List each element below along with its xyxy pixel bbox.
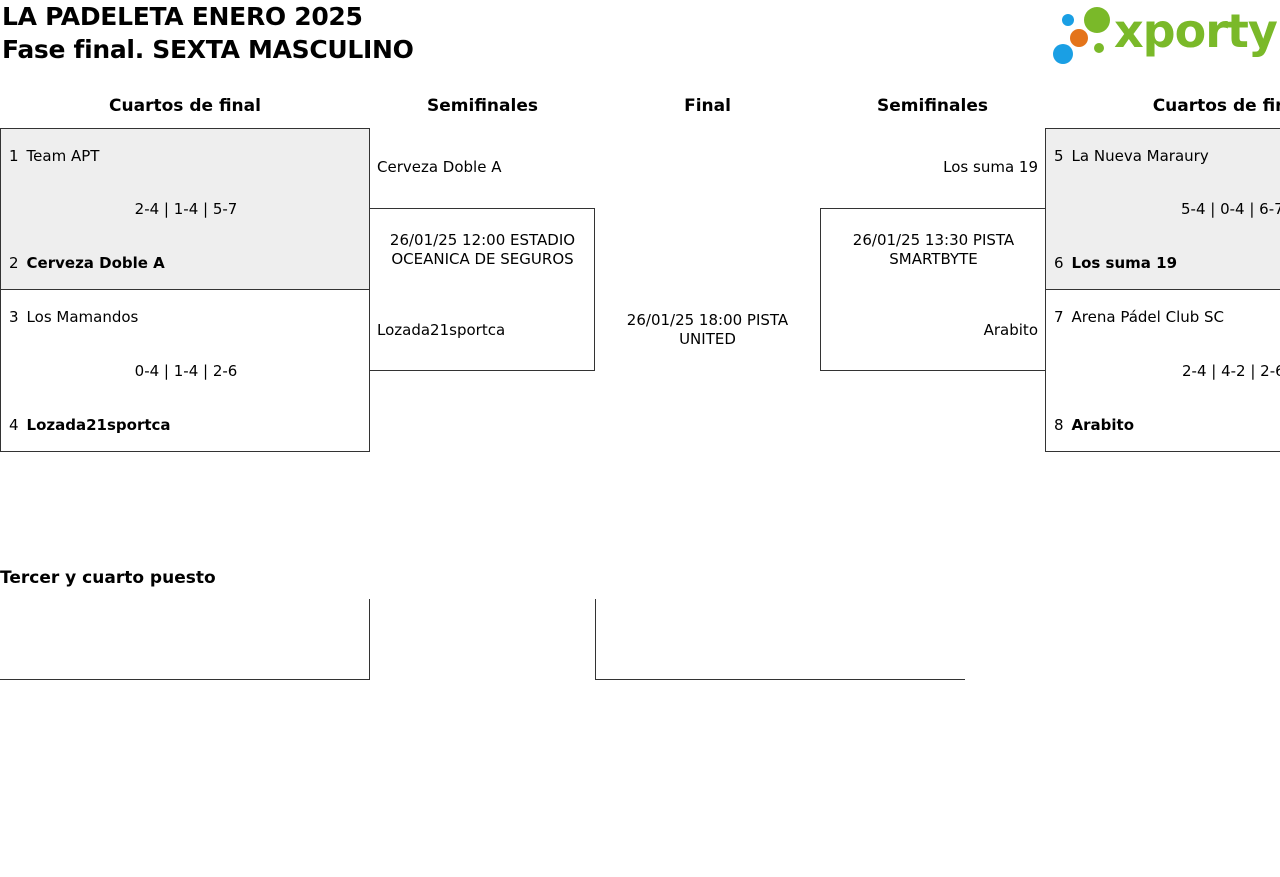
left-quarter-match-1[interactable]: 1 Team APT 2-4 | 1-4 | 5-7 2 Cerveza Doble… [0,128,370,290]
right-semi-team-top: Los suma 19 [943,158,1038,176]
team-slot: 3 Los Mamandos [9,308,138,326]
team-slot-winner: 4 Lozada21sportca [9,416,171,434]
final-match-info: 26/01/25 18:00 PISTA UNITED [626,311,789,348]
header-left-semis: Semifinales [427,96,538,116]
match-info: 26/01/25 12:00 ESTADIO OCEANICA DE SEGUR… [389,231,576,268]
team-slot: 1 Team APT [9,147,99,165]
right-semi-team-bottom: Arabito [983,321,1038,339]
seed-number: 1 [9,147,19,165]
team-name: Los Mamandos [26,308,139,326]
team-slot-winner: 6 Los suma 19 [1054,254,1177,272]
right-quarter-match-1[interactable]: 5 La Nueva Maraury 5-4 | 0-4 | 6-7 6 Los s… [1045,128,1280,290]
team-slot: 5 La Nueva Maraury [1054,147,1209,165]
seed-number: 8 [1054,416,1064,434]
team-name: Lozada21sportca [26,416,171,434]
seed-number: 6 [1054,254,1064,272]
seed-number: 7 [1054,308,1064,326]
match-score: 0-4 | 1-4 | 2-6 [134,362,238,380]
left-semi-team-bottom: Lozada21sportca [377,321,506,339]
page-subtitle: Fase final. SEXTA MASCULINO [2,35,414,64]
team-name: Arabito [1071,416,1135,434]
match-score: 2-4 | 1-4 | 5-7 [134,200,238,218]
third-place-bracket-right [595,599,965,680]
team-slot: 7 Arena Pádel Club SC [1054,308,1224,326]
seed-number: 5 [1054,147,1064,165]
right-quarter-match-2[interactable]: 7 Arena Pádel Club SC 2-4 | 4-2 | 2-6 8 Ar… [1045,289,1280,452]
seed-number: 4 [9,416,19,434]
match-score: 5-4 | 0-4 | 6-7 [1181,200,1280,218]
header-left-quarters: Cuartos de final [109,96,261,116]
logo-dots-icon [1053,7,1110,64]
left-semi-match[interactable]: 26/01/25 12:00 ESTADIO OCEANICA DE SEGUR… [369,208,595,371]
third-place-title: Tercer y cuarto puesto [0,568,216,588]
match-info: 26/01/25 13:30 PISTA SMARTBYTE [852,231,1015,268]
team-name: Los suma 19 [1071,254,1178,272]
third-place-bracket-left [0,599,370,680]
team-name: Cerveza Doble A [26,254,165,272]
page-title: LA PADELETA ENERO 2025 [2,2,363,31]
team-slot-winner: 2 Cerveza Doble A [9,254,165,272]
header-right-semis: Semifinales [877,96,988,116]
team-name: La Nueva Maraury [1071,147,1209,165]
xporty-logo: xporty [1052,4,1280,68]
header-final: Final [684,96,731,116]
seed-number: 3 [9,308,19,326]
header-right-quarters: Cuartos de fin [1152,96,1280,116]
right-semi-match[interactable]: 26/01/25 13:30 PISTA SMARTBYTE Arabito [820,208,1046,371]
team-slot-winner: 8 Arabito [1054,416,1134,434]
seed-number: 2 [9,254,19,272]
team-name: Arena Pádel Club SC [1071,308,1225,326]
left-semi-team-top: Cerveza Doble A [377,158,502,176]
match-score: 2-4 | 4-2 | 2-6 [1182,362,1280,380]
left-quarter-match-2[interactable]: 3 Los Mamandos 0-4 | 1-4 | 2-6 4 Lozada21s… [0,289,370,452]
team-name: Team APT [26,147,100,165]
logo-wordmark: xporty [1114,4,1278,58]
